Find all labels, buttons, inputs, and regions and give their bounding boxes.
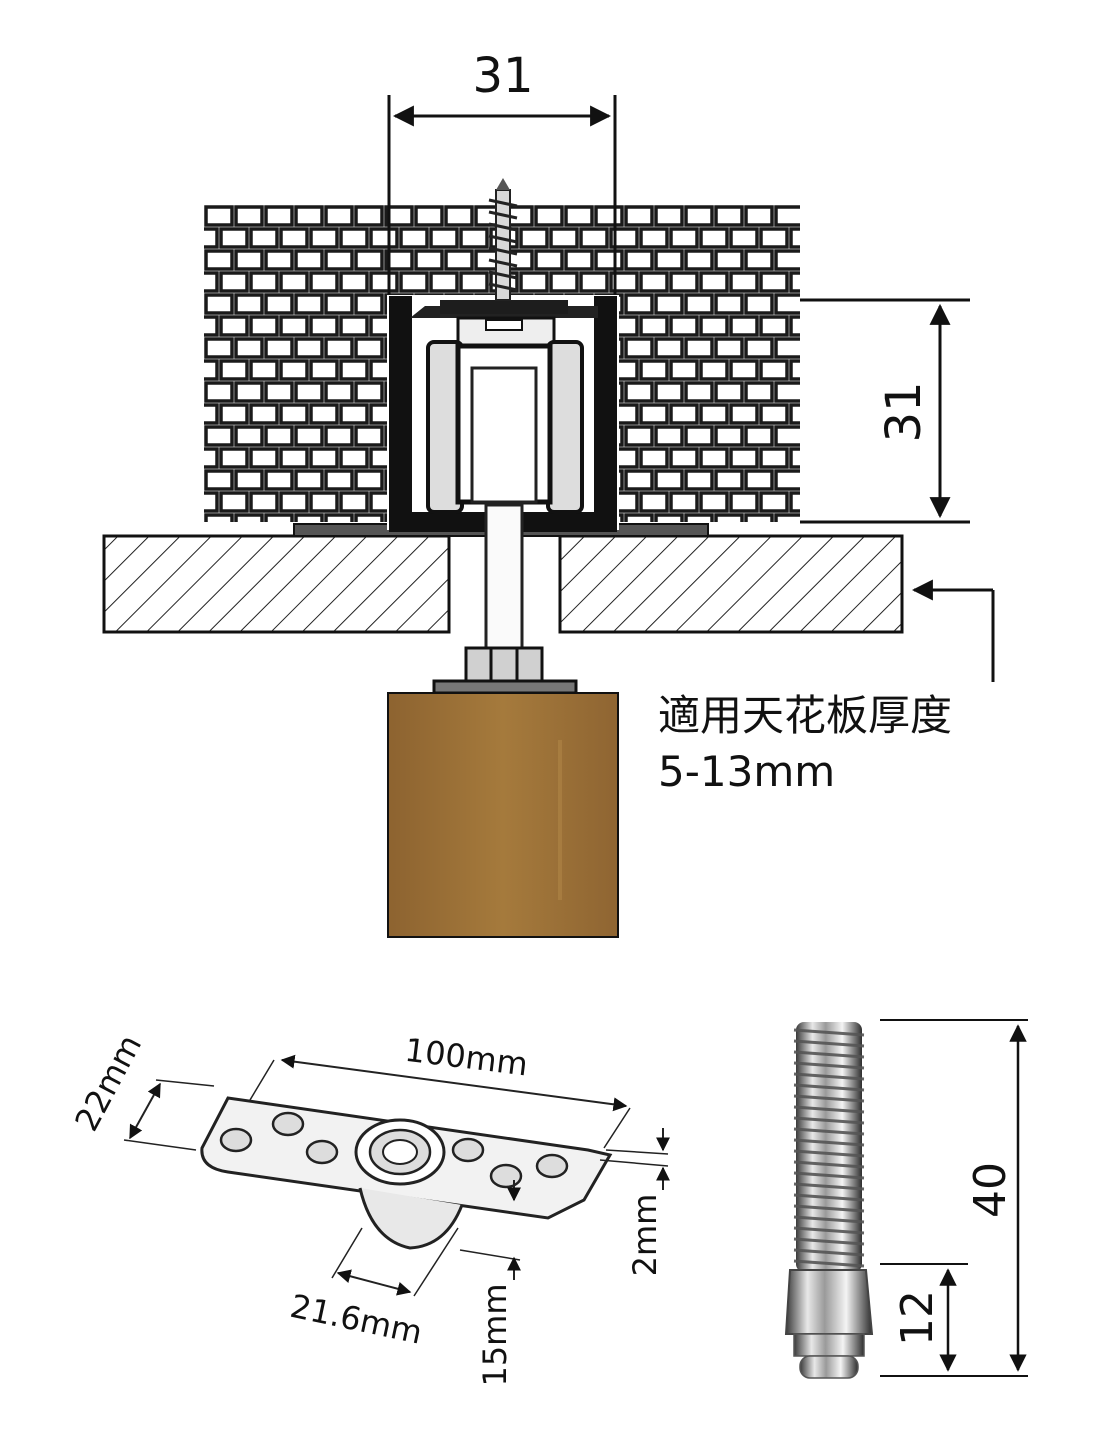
thread-line xyxy=(793,1105,865,1114)
thread-line xyxy=(793,1248,865,1257)
thread-line xyxy=(793,1171,865,1180)
thickness-pointer xyxy=(911,579,995,682)
boss-height-label: 15mm xyxy=(476,1283,514,1386)
plate-thickness-label: 2mm xyxy=(626,1194,664,1277)
width-dimension: 31 xyxy=(387,48,617,295)
thread-line xyxy=(793,1237,865,1246)
ceiling-thickness-note: 適用天花板厚度 5-13mm xyxy=(658,688,952,800)
screw xyxy=(488,178,518,301)
mounting-plate-section xyxy=(432,679,578,695)
ceiling-board-right xyxy=(558,534,904,634)
hex-nut xyxy=(464,646,544,684)
bolt-diagram: 40 12 xyxy=(784,1019,1028,1379)
ceiling-board-left xyxy=(102,534,451,634)
thread-line xyxy=(793,1094,865,1103)
width-dimension-label: 31 xyxy=(472,48,533,104)
thread-line xyxy=(793,1215,865,1224)
roller-carriage xyxy=(426,316,584,514)
thread-line xyxy=(793,1072,865,1081)
thread-line xyxy=(793,1127,865,1136)
mounting-plate-diagram: 100mm 22mm 2mm 21.6mm 15mm xyxy=(67,1028,670,1387)
thread-line xyxy=(793,1083,865,1092)
plate-length-label: 100mm xyxy=(403,1031,530,1084)
thread-line xyxy=(793,1182,865,1191)
thread-line xyxy=(793,1061,865,1070)
thread-line xyxy=(793,1226,865,1235)
thread-line xyxy=(793,1149,865,1158)
thread-line xyxy=(793,1259,865,1268)
mounting-plate xyxy=(200,1096,613,1250)
wooden-door xyxy=(387,692,619,938)
threaded-bolt xyxy=(784,1022,874,1379)
thread-line xyxy=(793,1138,865,1147)
thread-line xyxy=(793,1116,865,1125)
ceiling-section-diagram: 31 31 xyxy=(102,48,995,938)
hanger-rod xyxy=(484,503,524,655)
height-dimension: 31 xyxy=(800,298,970,524)
plate-width-label: 22mm xyxy=(67,1028,149,1137)
thread-line xyxy=(793,1204,865,1213)
thread-line xyxy=(793,1160,865,1169)
boss-diameter-label: 21.6mm xyxy=(287,1287,426,1352)
thread-line xyxy=(793,1193,865,1202)
nut-length-label: 12 xyxy=(892,1290,943,1346)
note-range: 5-13mm xyxy=(658,747,836,796)
height-dimension-label: 31 xyxy=(876,381,932,442)
thread-line xyxy=(793,1050,865,1059)
thread-line xyxy=(793,1028,865,1037)
bolt-length-label: 40 xyxy=(965,1162,1016,1218)
note-title: 適用天花板厚度 xyxy=(658,691,953,740)
thread-line xyxy=(793,1039,865,1048)
